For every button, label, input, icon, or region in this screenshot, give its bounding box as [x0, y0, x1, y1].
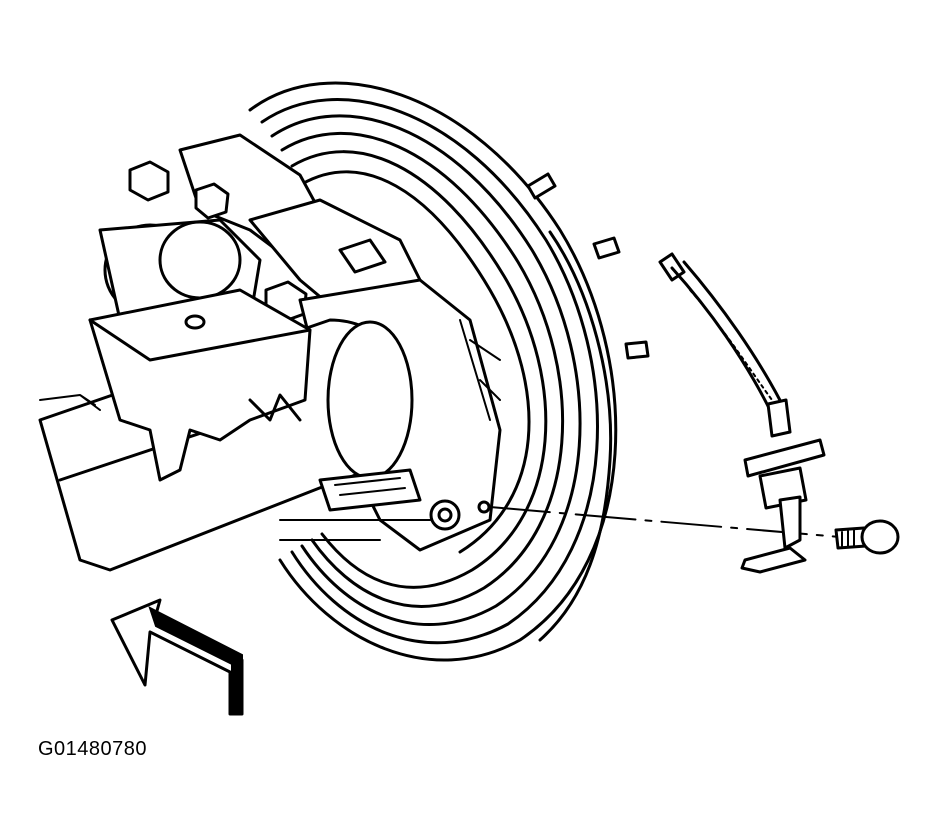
brake-hose	[658, 252, 826, 574]
brake-line-connector	[279, 468, 491, 541]
wheel-studs	[526, 172, 650, 360]
axle-tube	[38, 318, 414, 572]
axle-mounting-block	[88, 288, 312, 482]
retaining-bolt	[834, 519, 900, 555]
brake-rotor	[248, 81, 618, 662]
alignment-dashed-line	[489, 506, 841, 538]
axle-left-end	[39, 394, 101, 411]
figure-code-label: G01480780	[38, 738, 148, 760]
front-direction-arrow	[110, 598, 244, 716]
